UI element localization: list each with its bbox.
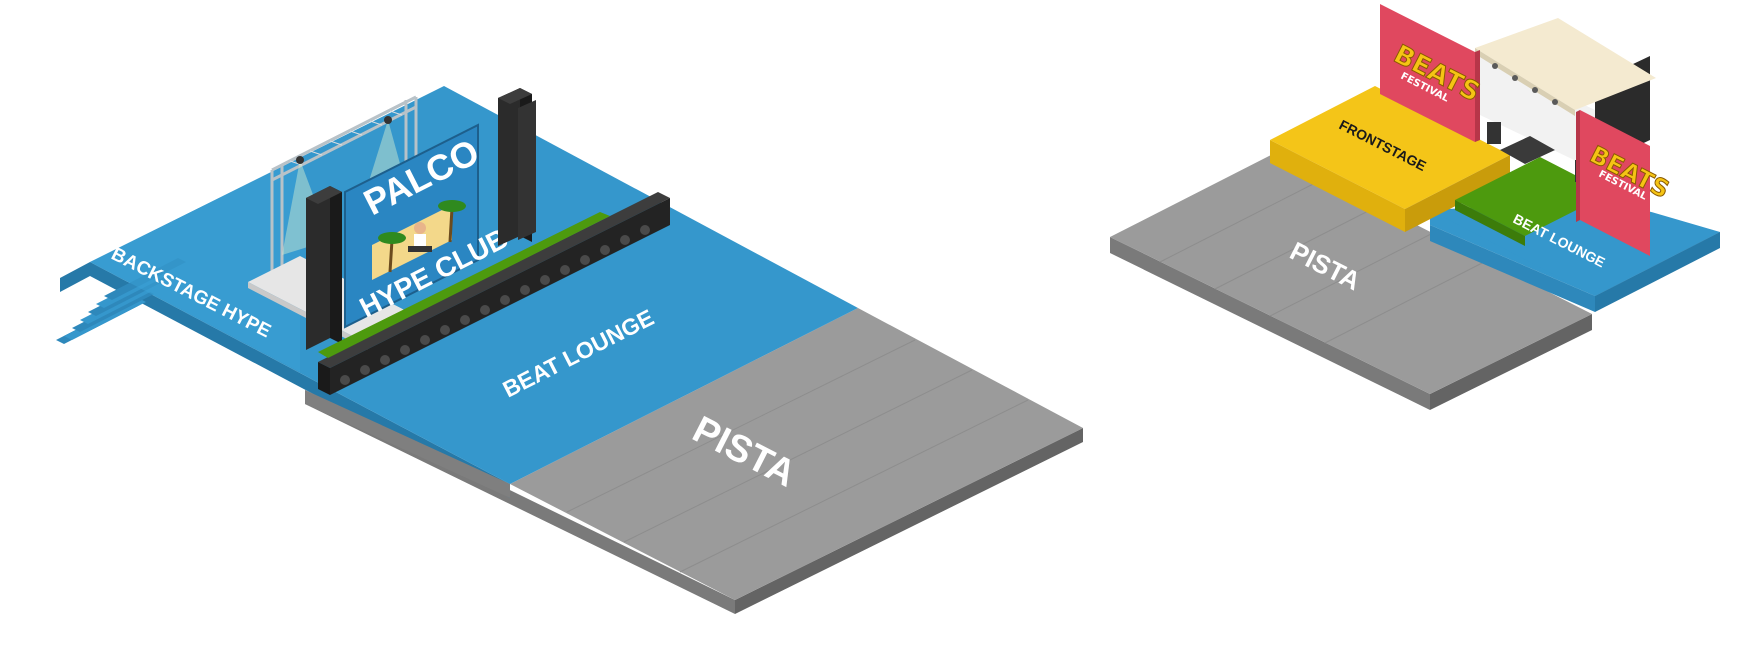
spotlight-icon — [296, 156, 304, 164]
banner-left-edge — [1475, 50, 1480, 142]
stage-green-side — [1455, 200, 1525, 246]
stage-roof — [1475, 18, 1656, 110]
stage-roof-edge — [1475, 48, 1575, 116]
banner-right-edge — [1576, 110, 1580, 222]
frontstage-top — [1270, 86, 1510, 209]
right-lounge-side-front — [1430, 225, 1595, 312]
stage-lights — [1492, 63, 1558, 105]
palm-tree-icon — [438, 200, 466, 243]
speaker-cones — [340, 225, 650, 385]
right-venue: BEATS FESTIVAL BEATS FESTIVAL FRONTSTAGE… — [1110, 4, 1720, 410]
backstage-platform — [90, 158, 300, 372]
truss-cross-bracing — [289, 110, 403, 166]
right-floor-seams — [1159, 177, 1491, 344]
stage-riser — [1500, 136, 1555, 164]
left-venue: PALCO HYPE CLUB — [56, 86, 1083, 614]
stage-green-top — [1455, 157, 1610, 236]
right-lounge-side — [1595, 232, 1720, 312]
right-floor-top — [1110, 153, 1592, 394]
speaker-row — [318, 192, 670, 395]
frontstage-side-right — [1405, 155, 1510, 232]
banner-left — [1380, 4, 1475, 142]
right-floor-side-right — [1430, 314, 1592, 410]
stage-truss — [270, 95, 418, 282]
stage-interior — [1480, 55, 1595, 170]
dj-figure-icon — [408, 222, 432, 252]
left-deck-side-left — [60, 262, 90, 292]
left-floor-side-right — [735, 428, 1083, 614]
left-deck-strip — [305, 390, 510, 498]
left-floor-seams — [566, 339, 1029, 573]
right-floor-side-front — [1110, 237, 1430, 410]
palm-tree-icon — [378, 232, 406, 273]
speaker-tower-right-2 — [518, 100, 536, 240]
planter-strip — [318, 212, 610, 358]
frontstage-side-left — [1270, 140, 1405, 232]
spotlight-icon — [384, 116, 392, 124]
speaker-tower-left — [306, 186, 342, 350]
banner-right — [1580, 110, 1650, 256]
